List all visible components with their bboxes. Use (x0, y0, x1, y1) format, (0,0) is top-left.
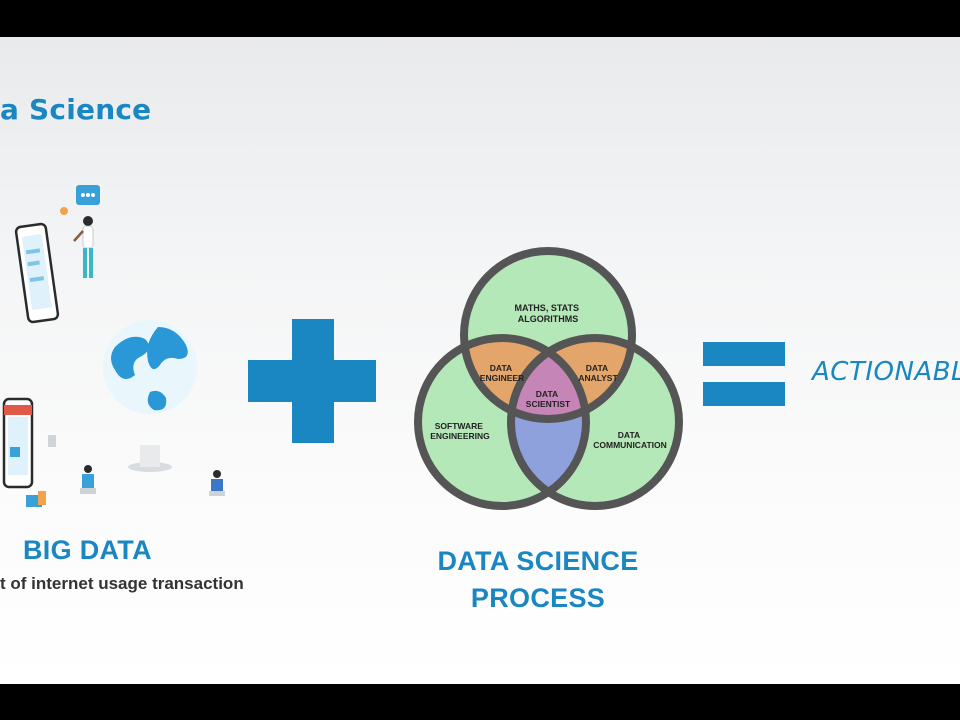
venn-label-data-analyst: DATA ANALYST (578, 363, 618, 383)
shopping-bag-icon (26, 491, 46, 507)
equals-sign (703, 342, 785, 406)
actionable-label: ACTIONABLE (812, 357, 960, 387)
globe-icon (103, 320, 197, 472)
person-standing-icon (73, 216, 94, 278)
venn-label-data-engineer: DATA ENGINEER (480, 363, 524, 383)
big-data-caption: t of internet usage transaction (0, 574, 244, 593)
venn-label-data-scientist: DATA SCIENTIST (526, 389, 571, 409)
venn-label-top: MATHS, STATS ALGORITHMS (514, 303, 581, 324)
big-data-illustration (2, 185, 225, 507)
process-caption-line2: PROCESS (470, 583, 606, 613)
slide-title: a Science (0, 93, 152, 126)
big-data-label: BIG DATA (23, 535, 152, 565)
process-caption-line1: DATA SCIENCE (437, 546, 639, 576)
letterbox-bottom (0, 684, 960, 720)
letterbox-top (0, 0, 960, 37)
person-sitting-icon (80, 465, 225, 496)
venn-diagram: MATHS, STATS ALGORITHMS DATA ENGINEER DA… (414, 247, 683, 510)
slide: a Science (0, 37, 960, 684)
process-caption: DATA SCIENCE PROCESS (400, 543, 676, 617)
venn-label-left: SOFTWARE ENGINEERING (430, 421, 490, 441)
shop-phone-icon (2, 397, 56, 489)
venn-label-right: DATA COMMUNICATION (593, 430, 667, 450)
plus-sign (248, 319, 376, 443)
smartphone-icon (14, 222, 60, 324)
chat-bubble-icon (60, 185, 100, 215)
